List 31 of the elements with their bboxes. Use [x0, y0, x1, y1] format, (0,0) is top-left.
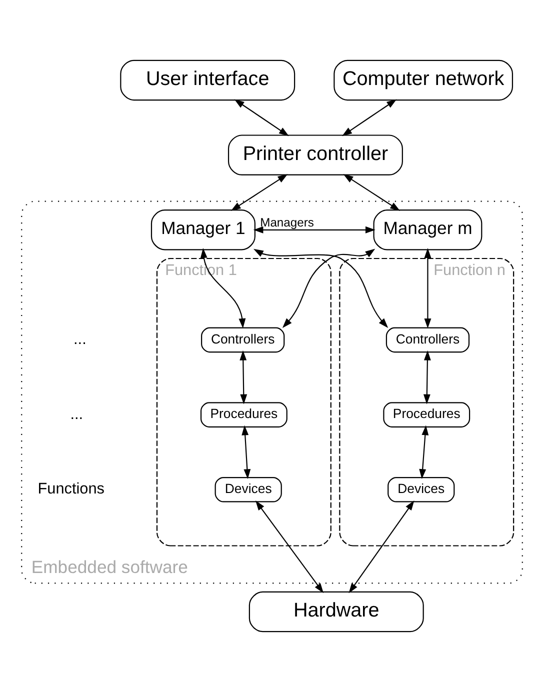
arrow — [348, 500, 414, 593]
label: ... — [74, 330, 86, 348]
arrow — [234, 98, 289, 136]
arrow — [342, 98, 397, 136]
arrow — [242, 424, 251, 479]
arrow — [419, 424, 429, 479]
node-box: Hardware — [248, 590, 424, 632]
arrow — [200, 248, 246, 328]
edge-label: Managers — [260, 214, 314, 229]
arrow — [282, 248, 376, 328]
arrow — [423, 350, 431, 404]
node-box: User interface — [120, 59, 296, 100]
node-box: Manager 1 — [150, 209, 256, 250]
node-box: Computer network — [334, 59, 514, 100]
arrow — [343, 174, 400, 210]
label: Functions — [38, 480, 105, 498]
arrow — [253, 248, 388, 328]
node-box: Devices — [388, 476, 455, 502]
arrow — [424, 248, 432, 328]
node-box: Controllers — [201, 326, 285, 352]
arrow — [253, 226, 376, 233]
label: ... — [70, 405, 84, 422]
node-box: Devices — [214, 476, 282, 502]
node-box: Manager m — [373, 209, 482, 250]
arrow — [230, 174, 288, 210]
node-box: Controllers — [386, 326, 470, 352]
arrow — [240, 350, 248, 404]
node-box: Procedures — [200, 402, 288, 427]
node-box: Procedures — [383, 402, 470, 427]
node-box: Printer controller — [228, 134, 403, 175]
arrow — [255, 500, 324, 593]
